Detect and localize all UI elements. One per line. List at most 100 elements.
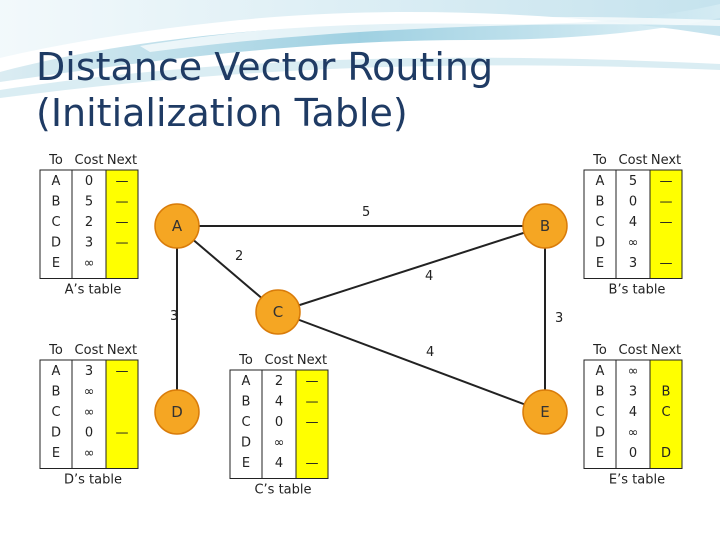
cell-cost: ∞ [84, 385, 95, 400]
cell-next: — [660, 256, 673, 271]
header-cost: Cost [75, 343, 104, 358]
cell-next: — [116, 236, 129, 251]
edges: 5 2 3 4 3 4 [170, 205, 563, 413]
cell-to: B [52, 385, 61, 400]
next-column [295, 369, 329, 479]
cell-cost: 2 [85, 215, 93, 230]
node-d [154, 389, 200, 435]
cell-cost: 5 [85, 195, 93, 210]
cell-cost: 3 [629, 256, 637, 271]
header-to: To [48, 153, 63, 168]
cell-next: — [306, 456, 319, 471]
cell-to: E [52, 446, 60, 461]
cell-next: — [116, 174, 129, 189]
cell-next: — [116, 215, 129, 230]
cell-to: A [52, 174, 61, 189]
header-next: Next [297, 353, 327, 368]
cell-to: A [52, 364, 61, 379]
nodes: A B C D E [154, 203, 568, 435]
header-cost: Cost [265, 353, 294, 368]
cell-to: D [241, 436, 251, 451]
title-line-2: (Initialization Table) [36, 91, 408, 135]
header-to: To [592, 153, 607, 168]
cell-to: E [52, 256, 60, 271]
cell-next: C [661, 405, 670, 420]
node-label-a: A [172, 217, 183, 235]
cell-next: — [660, 174, 673, 189]
edge-cost-b-c: 4 [425, 269, 433, 284]
cell-to: D [595, 236, 605, 251]
cell-next: — [306, 374, 319, 389]
edge-cost-a-b: 5 [362, 205, 370, 220]
cell-to: C [241, 415, 250, 430]
node-label-d: D [171, 403, 183, 421]
cell-next: — [660, 215, 673, 230]
table-caption: B’s table [609, 283, 666, 298]
cell-to: B [596, 385, 605, 400]
next-column [649, 359, 683, 469]
header-next: Next [107, 343, 137, 358]
cell-next: — [116, 364, 129, 379]
edge-cost-b-e: 3 [555, 311, 563, 326]
cell-to: A [596, 364, 605, 379]
next-column [105, 169, 139, 279]
header-next: Next [651, 343, 681, 358]
header-next: Next [107, 153, 137, 168]
cell-cost: 3 [629, 385, 637, 400]
table-caption: C’s table [254, 483, 311, 498]
header-to: To [238, 353, 253, 368]
cell-next: B [662, 385, 671, 400]
cell-next: — [116, 195, 129, 210]
cell-to: C [595, 215, 604, 230]
cell-cost: 4 [275, 456, 283, 471]
cell-cost: 4 [629, 215, 637, 230]
cell-next: D [661, 446, 671, 461]
cell-to: E [242, 456, 250, 471]
cell-to: C [51, 215, 60, 230]
cell-to: D [595, 426, 605, 441]
cell-cost: 0 [629, 446, 637, 461]
cell-to: E [596, 446, 604, 461]
table-caption: D’s table [64, 473, 122, 488]
node-label-b: B [540, 217, 550, 235]
next-column [649, 169, 683, 279]
cell-cost: 0 [85, 174, 93, 189]
edge-b-c [277, 225, 546, 313]
edge-cost-a-d: 3 [170, 309, 178, 324]
header-cost: Cost [75, 153, 104, 168]
edge-c-e [277, 311, 546, 413]
cell-cost: 0 [629, 195, 637, 210]
cell-cost: ∞ [628, 236, 639, 251]
cell-to: A [242, 374, 251, 389]
cell-cost: ∞ [274, 436, 285, 451]
cell-to: C [595, 405, 604, 420]
cell-to: D [51, 236, 61, 251]
edge-cost-c-e: 4 [426, 345, 434, 360]
header-to: To [592, 343, 607, 358]
node-e [522, 389, 568, 435]
cell-to: A [596, 174, 605, 189]
node-b [522, 203, 568, 249]
table-caption: A’s table [65, 283, 122, 298]
cell-to: B [596, 195, 605, 210]
cell-to: D [51, 426, 61, 441]
cell-next: — [306, 415, 319, 430]
cell-cost: 2 [275, 374, 283, 389]
cell-cost: 4 [629, 405, 637, 420]
node-label-e: E [540, 403, 549, 421]
header-cost: Cost [619, 153, 648, 168]
cell-next: — [116, 426, 129, 441]
header-next: Next [651, 153, 681, 168]
table-caption: E’s table [609, 473, 665, 488]
title-line-1: Distance Vector Routing [36, 45, 494, 89]
cell-to: B [52, 195, 61, 210]
cell-cost: ∞ [84, 405, 95, 420]
cell-cost: 5 [629, 174, 637, 189]
next-column [105, 359, 139, 469]
